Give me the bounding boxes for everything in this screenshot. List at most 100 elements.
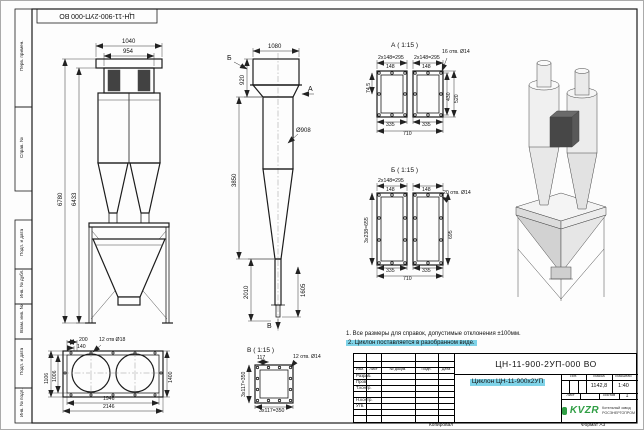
detail-a-335-left: 335 bbox=[386, 122, 395, 128]
tb-line bbox=[354, 397, 454, 398]
stamp-podp-data-1: Подп. и дата bbox=[19, 228, 24, 256]
tb-line bbox=[354, 403, 454, 404]
detail-b-title: Б ( 1:15 ) bbox=[391, 167, 419, 174]
tb-line bbox=[354, 391, 454, 392]
stamp-podp-data-2: Подп. и дата bbox=[19, 347, 24, 375]
tb-listov-value: 1 bbox=[625, 392, 629, 399]
frame bbox=[14, 8, 638, 424]
note-1: 1. Все размеры для справок, допустимые о… bbox=[346, 331, 521, 337]
stamp-inv-dubl: Инв. № дубл. bbox=[19, 269, 24, 298]
tb-designation: ЦН-11-900-2УП-000 ВО bbox=[495, 358, 597, 369]
top-designation: ЦН-11-900-2УП-000 ВО bbox=[59, 12, 135, 20]
detail-b-drawing bbox=[369, 183, 451, 279]
tb-line bbox=[381, 354, 382, 422]
detail-v-117: 117 bbox=[257, 355, 266, 361]
tb-line bbox=[415, 354, 416, 422]
side-dim-1605: 1605 bbox=[301, 283, 307, 297]
front-dim-954: 954 bbox=[123, 49, 134, 55]
note-2: 2. Циклон поставляется в разобранном вид… bbox=[346, 340, 477, 346]
front-view-drawing bbox=[62, 43, 173, 324]
detail-a-pitch-left: 2х148=295 bbox=[378, 55, 404, 61]
tb-header-list: Лист bbox=[369, 367, 378, 372]
plan-dim-1946: 1946 bbox=[103, 396, 115, 402]
kopiroval-label: Копировал bbox=[429, 423, 454, 428]
tb-line bbox=[454, 354, 456, 422]
tb-line bbox=[354, 361, 454, 362]
tb-line bbox=[366, 354, 367, 422]
tb-header-podp: Подп. bbox=[421, 367, 432, 372]
stamp-inv-podl: Инв. № подл. bbox=[19, 388, 24, 417]
side-dim-2010: 2010 bbox=[244, 285, 250, 299]
side-view-drawing bbox=[233, 48, 314, 331]
plan-dim-1400: 1400 bbox=[168, 371, 174, 383]
title-block: Изм. Лист № докум. Подп. Дата Разраб. Пр… bbox=[353, 353, 638, 424]
logo-mark-icon bbox=[562, 406, 567, 415]
plan-holes: 12 отв Ø18 bbox=[99, 337, 126, 343]
detail-v-drawing bbox=[246, 359, 298, 410]
tb-row-nkontr: Н.контр. bbox=[356, 396, 373, 402]
detail-a-pitch-right: 2х148=295 bbox=[414, 55, 440, 61]
front-dim-1040: 1040 bbox=[122, 39, 136, 45]
tb-row-tkontr: Т.контр. bbox=[356, 384, 372, 390]
tb-name: Циклон ЦН-11-900х2УП bbox=[454, 374, 561, 424]
stamp-perv-primen: Перв. примен. bbox=[19, 40, 24, 71]
section-arrow-v: В bbox=[267, 323, 272, 330]
stamp-sprav-no: Справ. № bbox=[19, 137, 24, 158]
detail-a-430: 430 bbox=[446, 92, 452, 101]
detail-b-148-left: 148 bbox=[386, 187, 395, 193]
tb-massa-label: Масса bbox=[593, 374, 605, 379]
tb-header-izm: Изм. bbox=[355, 367, 365, 372]
plan-dim-200: 200 bbox=[79, 337, 88, 343]
detail-v-pitch-v: 3х117=350 bbox=[241, 371, 247, 397]
detail-a-710: 710 bbox=[403, 131, 412, 137]
tb-line bbox=[612, 374, 613, 393]
stamp-vzam-inv: Взам. инв. № bbox=[19, 304, 24, 333]
detail-v-holes: 12 отв. Ø14 bbox=[293, 354, 321, 360]
plan-dim-1106: 1106 bbox=[44, 372, 50, 384]
plan-dim-140: 140 bbox=[77, 344, 86, 350]
detail-b-710: 710 bbox=[403, 276, 412, 282]
detail-a-title: А ( 1:15 ) bbox=[391, 42, 419, 49]
tb-line bbox=[569, 380, 570, 393]
tb-listov-label: Листов bbox=[602, 393, 616, 398]
logo-subtext-line2: РОСЭНЕРГОПРОМ bbox=[602, 410, 635, 415]
tb-massa-value: 1142,8 bbox=[590, 382, 608, 389]
tb-line bbox=[561, 380, 638, 381]
detail-a-drawing bbox=[369, 57, 457, 134]
tb-header-doc: № докум. bbox=[389, 367, 407, 372]
detail-b-695: 695 bbox=[448, 230, 454, 239]
tb-line bbox=[578, 380, 579, 393]
detail-b-148-right: 148 bbox=[422, 187, 431, 193]
detail-b-holes: 20 отв. Ø14 bbox=[443, 190, 471, 196]
front-dim-6780: 6780 bbox=[58, 192, 64, 206]
tb-line bbox=[586, 374, 587, 393]
tb-line bbox=[354, 415, 454, 416]
tb-row-prov: Пров. bbox=[356, 378, 368, 384]
tb-line bbox=[561, 374, 562, 422]
detail-v-title: В ( 1:15 ) bbox=[247, 347, 275, 354]
detail-b-335-left: 335 bbox=[386, 268, 395, 274]
section-arrow-a: А bbox=[308, 86, 313, 93]
tb-masshtab-label: Масштаб bbox=[615, 374, 632, 379]
detail-a-520: 520 bbox=[454, 94, 460, 103]
logo-subtext: Котельный завод РОСЭНЕРГОПРОМ bbox=[602, 406, 635, 415]
detail-v-pitch-h: 3х117=350 bbox=[259, 408, 285, 414]
tb-line bbox=[354, 385, 454, 386]
tb-name-text: Циклон ЦН-11-900х2УП bbox=[469, 378, 546, 386]
plan-dim-1006: 1006 bbox=[52, 370, 58, 382]
tb-header-data: Дата bbox=[441, 367, 451, 372]
tb-line bbox=[354, 379, 454, 380]
tb-line bbox=[580, 393, 581, 399]
tb-line bbox=[619, 393, 620, 399]
detail-b-pitch-v: 3х238=655 bbox=[364, 217, 370, 243]
tb-line bbox=[599, 393, 600, 399]
company-logo: KVZR Котельный завод РОСЭНЕРГОПРОМ bbox=[562, 400, 635, 421]
detail-a-335-right: 335 bbox=[422, 122, 431, 128]
tb-lit-label: Лит. bbox=[570, 374, 577, 379]
side-dim-920: 920 bbox=[240, 74, 246, 85]
tb-line bbox=[354, 373, 454, 374]
logo-subtext-line1: Котельный завод bbox=[602, 406, 631, 411]
tb-row-utv: Утв. bbox=[356, 402, 365, 408]
